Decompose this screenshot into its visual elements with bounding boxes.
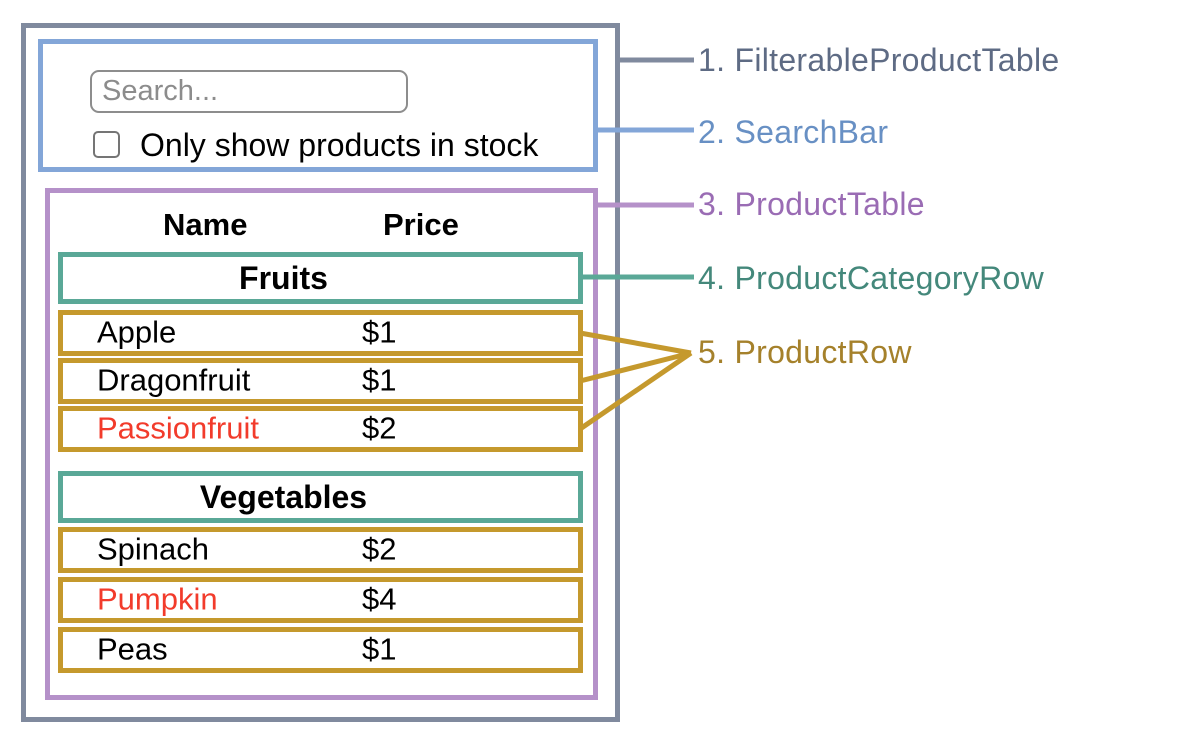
product-row-spinach: Spinach $2 — [58, 527, 583, 573]
category-label: Fruits — [239, 260, 328, 296]
legend-item-search-bar: 2. SearchBar — [698, 114, 888, 150]
product-price: $2 — [362, 410, 397, 446]
product-price: $2 — [362, 531, 397, 567]
product-row-passionfruit: Passionfruit $2 — [58, 406, 583, 452]
legend-item-product-category-row: 4. ProductCategoryRow — [698, 260, 1044, 296]
product-price: $1 — [362, 362, 397, 398]
product-name-out-of-stock: Pumpkin — [97, 581, 218, 617]
legend-label: 2. SearchBar — [698, 114, 889, 150]
product-row-pumpkin: Pumpkin $4 — [58, 577, 583, 623]
product-name: Apple — [97, 314, 177, 350]
product-row-apple: Apple $1 — [58, 310, 583, 356]
product-category-row-vegetables: Vegetables — [58, 471, 583, 523]
legend-item-product-row: 5. ProductRow — [698, 334, 912, 370]
legend-label: 5. ProductRow — [698, 334, 912, 370]
product-name-out-of-stock: Passionfruit — [97, 410, 259, 446]
product-name: Spinach — [97, 531, 210, 567]
product-price: $1 — [362, 314, 397, 350]
product-name: Peas — [97, 631, 168, 667]
product-price: $4 — [362, 581, 397, 617]
in-stock-checkbox-label: Only show products in stock — [140, 127, 539, 163]
product-name: Dragonfruit — [97, 362, 251, 398]
product-price: $1 — [362, 631, 397, 667]
legend-label: 3. ProductTable — [698, 186, 925, 222]
column-header-name: Name — [163, 207, 248, 242]
search-bar-box: Only show products in stock — [38, 39, 598, 172]
in-stock-checkbox[interactable] — [93, 131, 120, 158]
legend-item-product-table: 3. ProductTable — [698, 186, 925, 222]
product-row-peas: Peas $1 — [58, 627, 583, 673]
search-input[interactable] — [90, 70, 408, 113]
column-header-price: Price — [383, 207, 459, 242]
category-label: Vegetables — [199, 479, 368, 515]
legend-item-filterable-product-table: 1. FilterableProductTable — [698, 42, 1059, 78]
product-category-row-fruits: Fruits — [58, 252, 583, 304]
product-row-dragonfruit: Dragonfruit $1 — [58, 358, 583, 404]
legend-label: 4. ProductCategoryRow — [698, 260, 1045, 296]
legend-label: 1. FilterableProductTable — [698, 42, 1060, 78]
